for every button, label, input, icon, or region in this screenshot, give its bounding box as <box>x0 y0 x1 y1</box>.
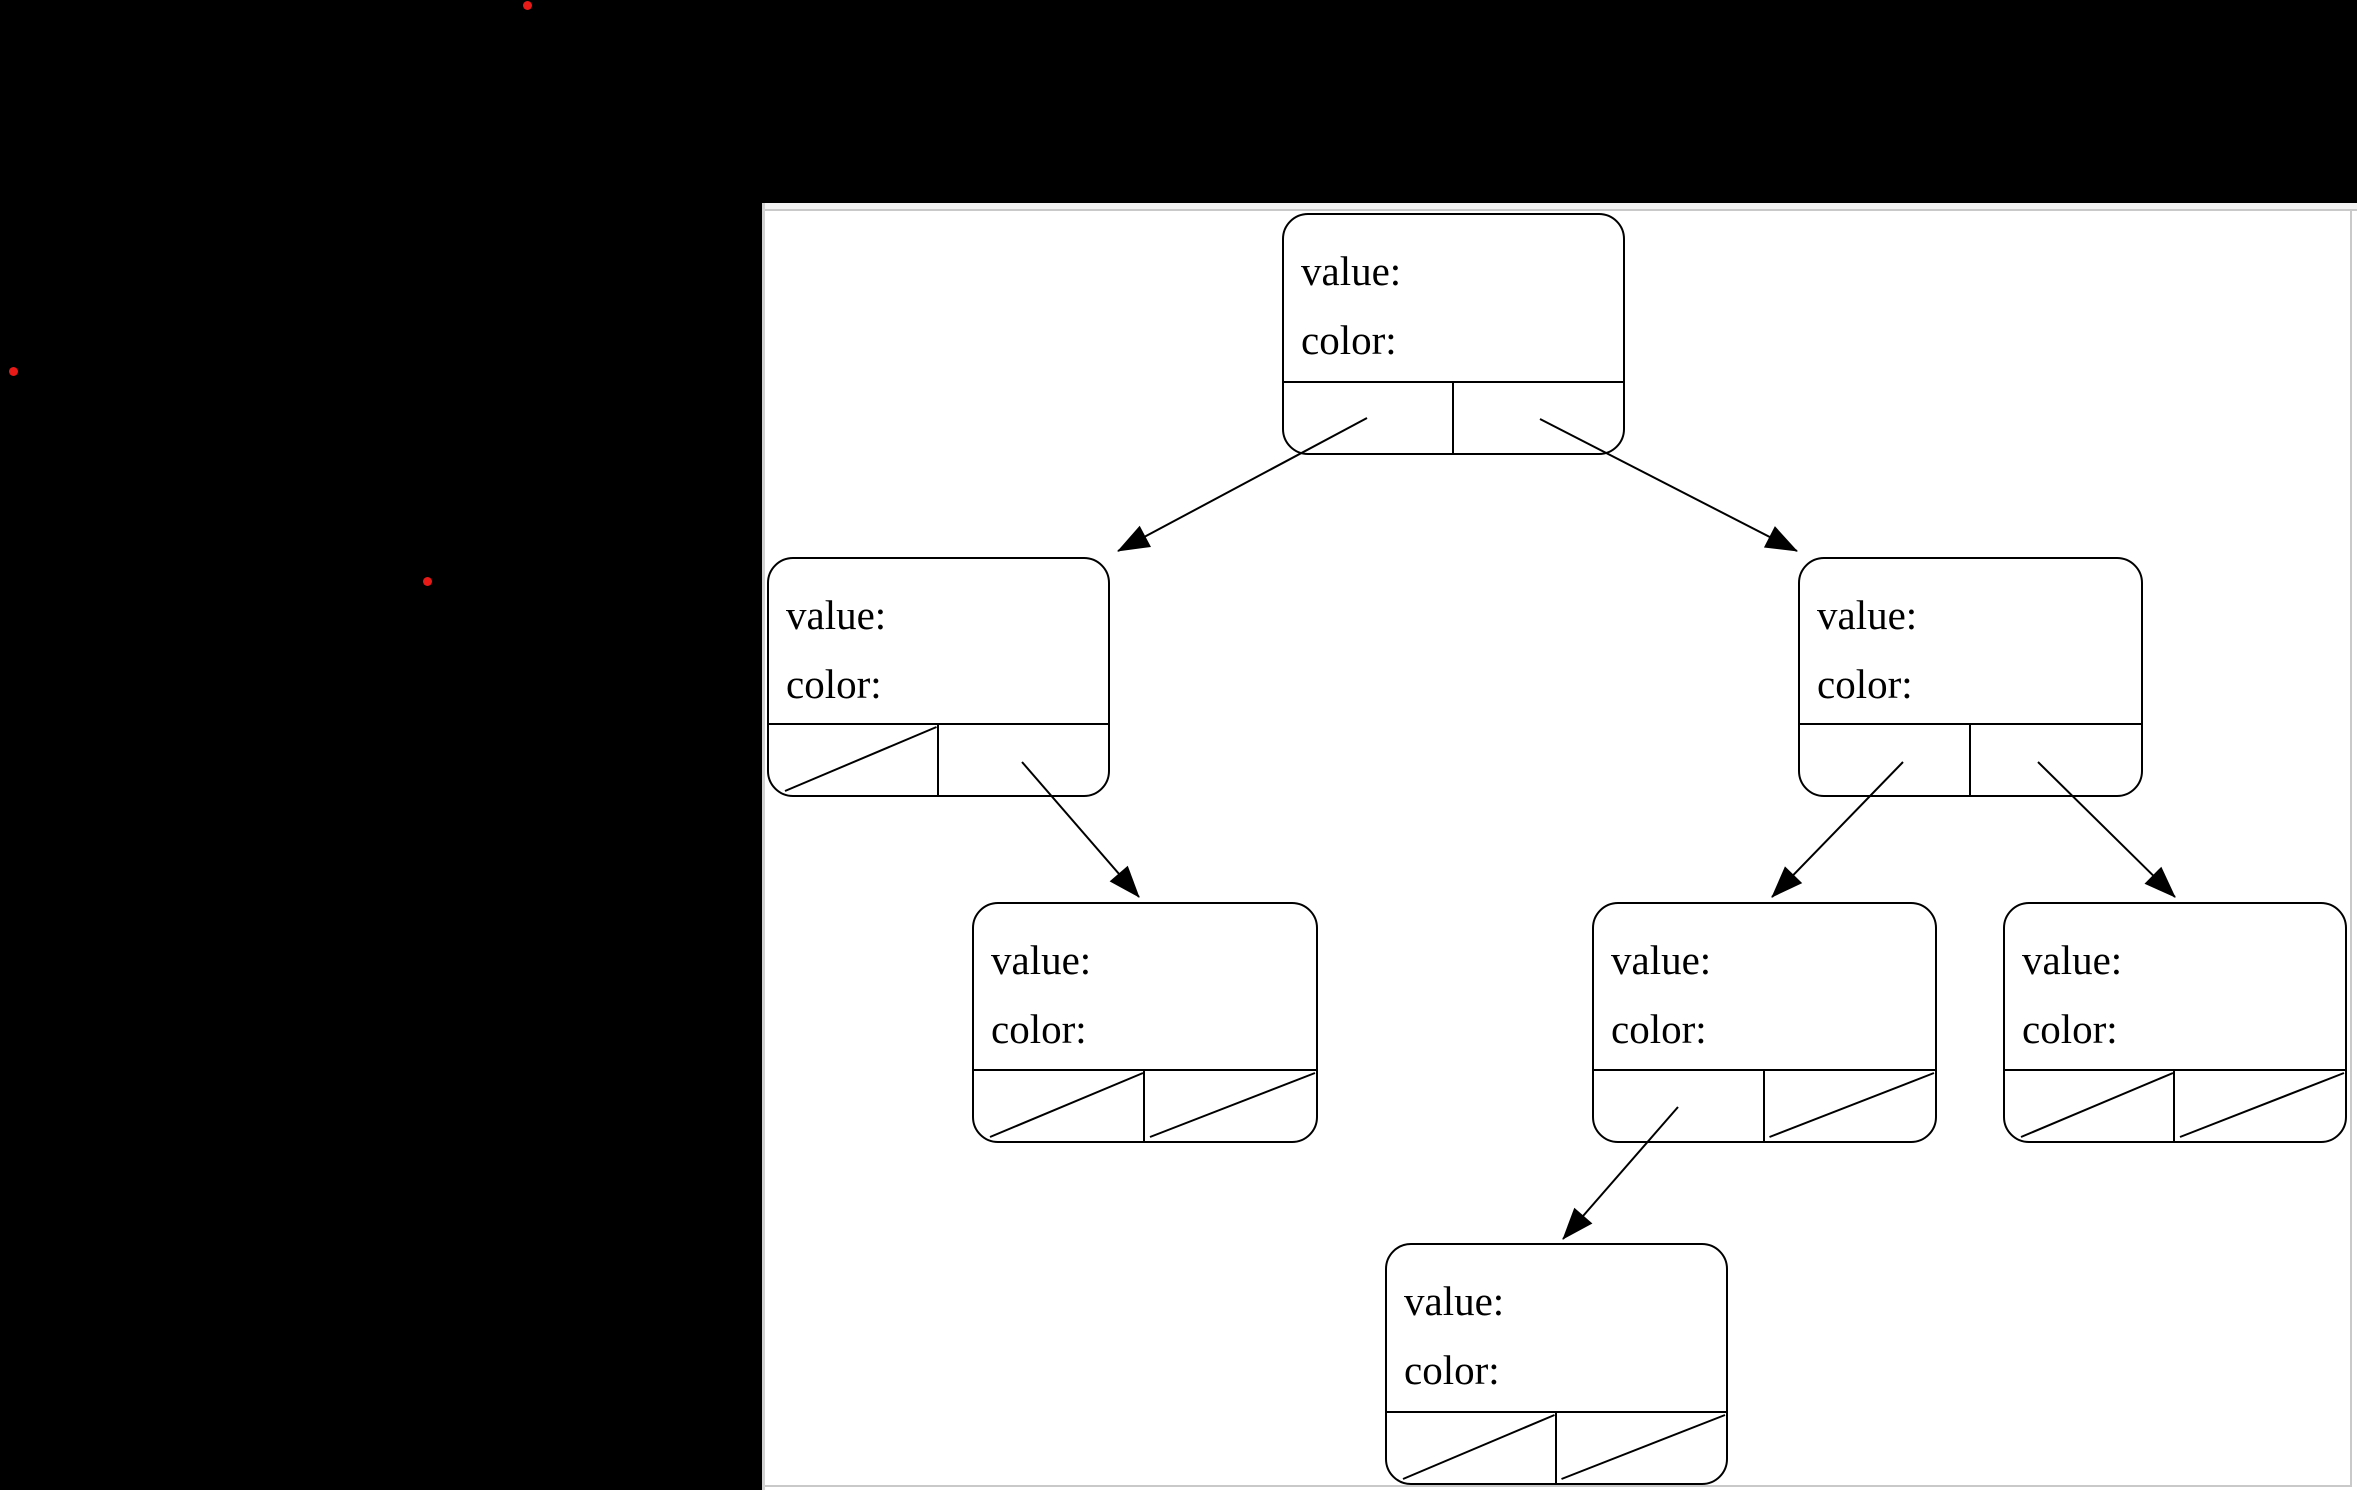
node-color-label: color: <box>991 1006 1087 1052</box>
node-fields: value: color: <box>2005 904 2345 1069</box>
node-fields: value: color: <box>1284 215 1623 381</box>
node-pointer-row <box>974 1069 1316 1141</box>
tree-node-left-child: value: color: <box>767 557 1110 797</box>
right-pointer-cell <box>939 725 1109 795</box>
left-pointer-cell <box>769 725 939 795</box>
node-value-label: value: <box>786 592 887 638</box>
left-pointer-cell <box>974 1071 1145 1141</box>
node-pointer-row <box>1594 1069 1935 1141</box>
left-pointer-cell <box>1284 383 1454 453</box>
right-pointer-cell <box>1454 383 1624 453</box>
node-value-label: value: <box>991 937 1092 983</box>
red-dot-2 <box>9 367 18 376</box>
right-pointer-cell <box>1765 1071 1936 1141</box>
node-pointer-row <box>769 723 1108 795</box>
node-value-label: value: <box>2022 937 2123 983</box>
node-value-label: value: <box>1817 592 1918 638</box>
left-pointer-cell <box>2005 1071 2175 1141</box>
tree-node-root: value: color: <box>1282 213 1625 455</box>
node-color-label: color: <box>1301 317 1397 363</box>
right-pointer-cell <box>2175 1071 2345 1141</box>
node-value-label: value: <box>1611 937 1712 983</box>
left-pointer-cell <box>1387 1413 1557 1483</box>
node-fields: value: color: <box>974 904 1316 1069</box>
left-pointer-cell <box>1594 1071 1765 1141</box>
node-color-label: color: <box>1817 661 1913 707</box>
node-value-label: value: <box>1404 1278 1505 1324</box>
node-pointer-row <box>1387 1411 1726 1483</box>
right-pointer-cell <box>1145 1071 1316 1141</box>
tree-node-bottom-node: value: color: <box>1385 1243 1728 1485</box>
node-fields: value: color: <box>1594 904 1935 1069</box>
node-fields: value: color: <box>769 559 1108 723</box>
node-fields: value: color: <box>1387 1245 1726 1411</box>
tree-node-right-right-grandchild: value: color: <box>2003 902 2347 1143</box>
window-top-border <box>765 203 2357 211</box>
tree-node-left-right-grandchild: value: color: <box>972 902 1318 1143</box>
node-pointer-row <box>1800 723 2141 795</box>
node-color-label: color: <box>786 661 882 707</box>
right-pointer-cell <box>1557 1413 1727 1483</box>
right-pointer-cell <box>1971 725 2142 795</box>
node-color-label: color: <box>2022 1006 2118 1052</box>
node-color-label: color: <box>1611 1006 1707 1052</box>
node-fields: value: color: <box>1800 559 2141 723</box>
window-right-border <box>2350 209 2352 1487</box>
red-dot-1 <box>523 1 532 10</box>
node-value-label: value: <box>1301 248 1402 294</box>
node-pointer-row <box>1284 381 1623 453</box>
tree-node-right-child: value: color: <box>1798 557 2143 797</box>
tree-node-right-left-grandchild: value: color: <box>1592 902 1937 1143</box>
node-pointer-row <box>2005 1069 2345 1141</box>
node-color-label: color: <box>1404 1347 1500 1393</box>
left-pointer-cell <box>1800 725 1971 795</box>
window-bottom-border <box>765 1485 2352 1487</box>
red-dot-3 <box>423 577 432 586</box>
